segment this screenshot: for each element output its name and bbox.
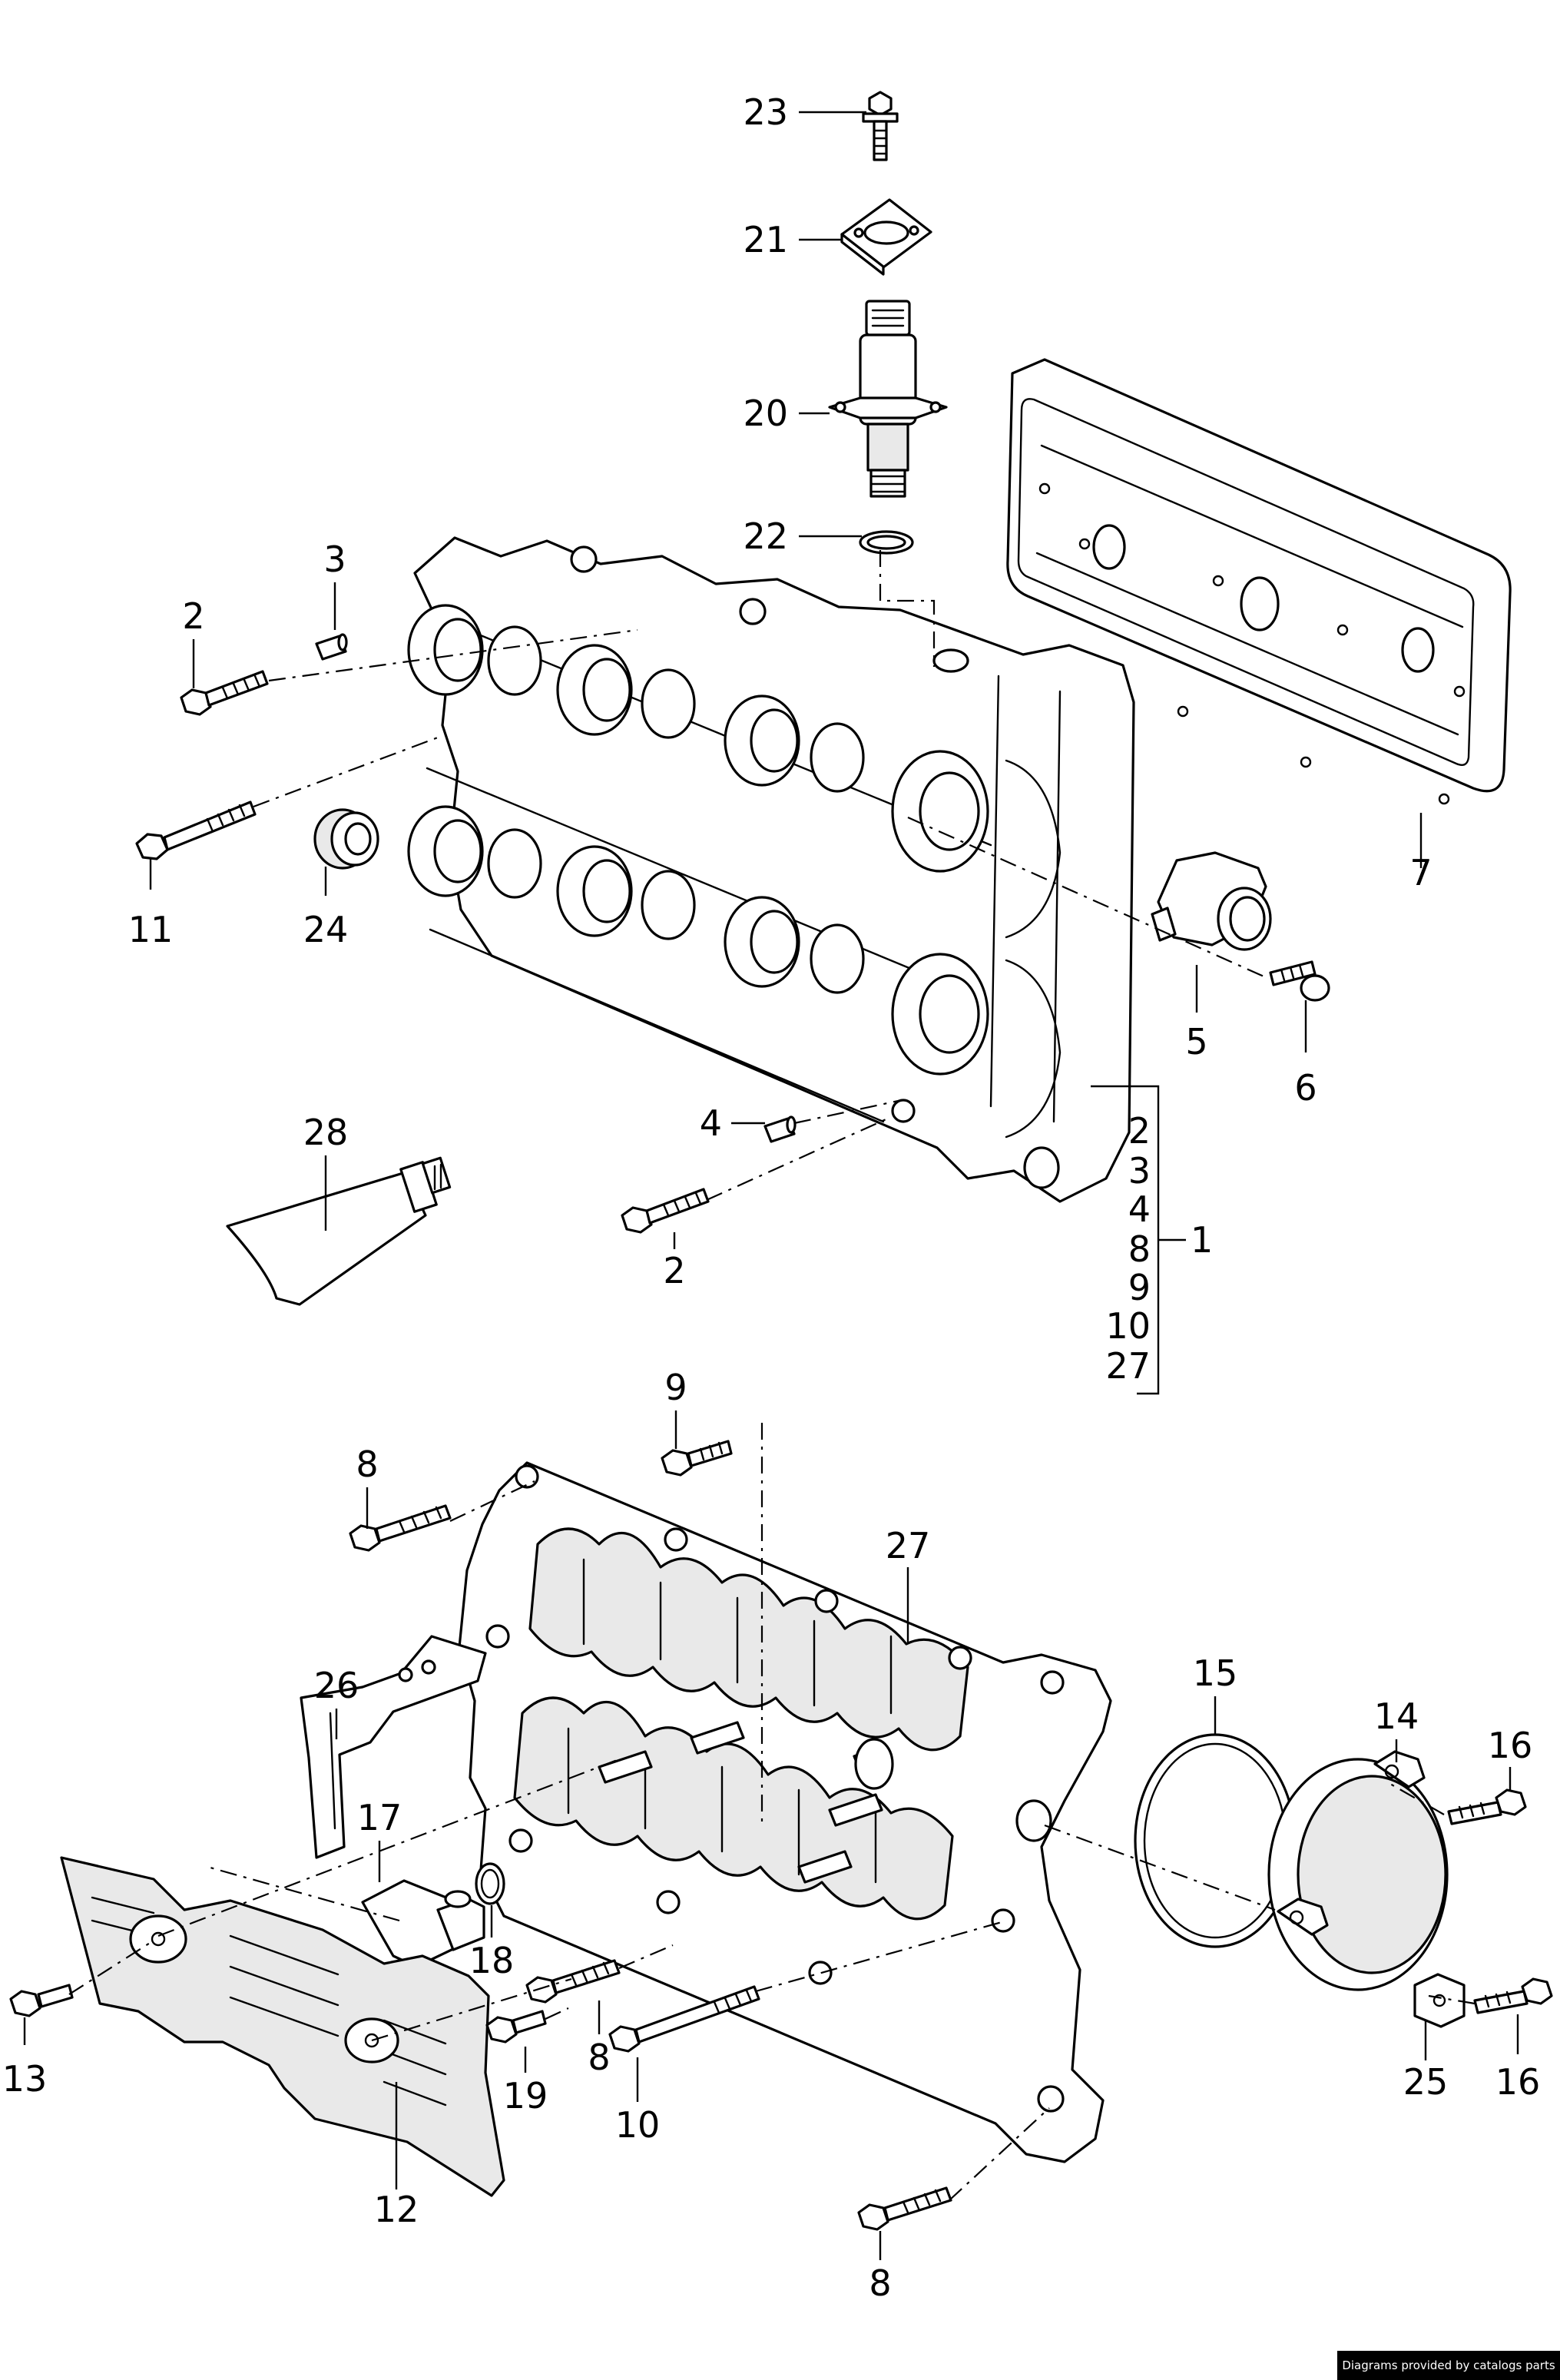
callout-20: 20 xyxy=(743,393,788,434)
group-member-4: 4 xyxy=(1128,1188,1151,1230)
part-9-bolt xyxy=(661,1440,733,1477)
callout-2-top: 2 xyxy=(182,595,204,637)
part-2-bolt-top xyxy=(180,670,269,716)
part-10-long-bolt xyxy=(608,1985,760,2053)
callout-labels: 23 21 20 22 3 2 11 24 7 5 6 4 28 2 9 8 2… xyxy=(2,91,1541,2304)
group-member-8: 8 xyxy=(1128,1228,1151,1270)
callout-6: 6 xyxy=(1294,1067,1317,1109)
part-3-dowel xyxy=(315,633,348,661)
callout-17: 17 xyxy=(357,1797,402,1838)
group-member-9: 9 xyxy=(1128,1267,1151,1308)
part-22-o-ring xyxy=(859,530,914,555)
part-8-bolt-middle xyxy=(525,1959,621,2004)
callout-18: 18 xyxy=(469,1940,515,1981)
part-19-bolt xyxy=(485,2010,547,2044)
callout-7: 7 xyxy=(1409,852,1432,893)
part-20-solenoid-valve xyxy=(828,300,948,498)
part-16-bolt-upper xyxy=(1447,1788,1527,1825)
part-27-cam-housing xyxy=(458,1461,1112,2163)
callout-21: 21 xyxy=(743,219,788,260)
group-member-27: 27 xyxy=(1105,1345,1151,1387)
part-8-bolt-bottom xyxy=(857,2186,952,2231)
callout-4: 4 xyxy=(700,1102,722,1144)
cylinder-head-assembly xyxy=(407,536,1135,1203)
callout-16-lower: 16 xyxy=(1495,2061,1541,2103)
assembly-axis-lines xyxy=(68,550,1476,2201)
part-5-sensor-housing xyxy=(1151,851,1272,951)
callout-22: 22 xyxy=(743,515,788,557)
part-28-sealant-tube xyxy=(226,1156,452,1306)
callout-23: 23 xyxy=(743,91,788,133)
part-7-gasket xyxy=(1006,358,1512,805)
part-12-heat-shield xyxy=(60,1856,505,2197)
callout-16-upper: 16 xyxy=(1488,1725,1533,1766)
part-4-dowel xyxy=(763,1115,797,1143)
part-24-seal-ring xyxy=(313,808,379,870)
callout-28: 28 xyxy=(303,1112,349,1153)
part-21-flange xyxy=(840,198,932,276)
part-11-long-bolt xyxy=(135,801,257,860)
callout-9: 9 xyxy=(664,1367,687,1408)
callout-27: 27 xyxy=(886,1525,931,1566)
leader-lines xyxy=(23,111,1519,2260)
callout-12: 12 xyxy=(374,2189,419,2230)
group-member-2: 2 xyxy=(1128,1110,1151,1152)
part-25-clip xyxy=(1413,1973,1466,2028)
part-17-sensor xyxy=(361,1879,485,1968)
callout-8-upper: 8 xyxy=(356,1444,378,1485)
part-26-bracket xyxy=(300,1635,487,1859)
part-23-bolt xyxy=(862,91,899,161)
part-18-o-ring xyxy=(475,1862,505,1905)
part-13-bolt xyxy=(9,1984,74,2017)
callout-15: 15 xyxy=(1193,1652,1238,1694)
part-6-screw xyxy=(1269,960,1330,1002)
callout-11: 11 xyxy=(128,909,174,950)
callout-14: 14 xyxy=(1374,1696,1419,1737)
callout-3: 3 xyxy=(323,539,346,580)
callout-24: 24 xyxy=(303,909,349,950)
callout-5: 5 xyxy=(1185,1021,1207,1062)
callout-26: 26 xyxy=(314,1665,359,1706)
callout-8-bottom: 8 xyxy=(869,2262,891,2304)
part-15-o-ring xyxy=(1134,1733,1297,1948)
callout-19: 19 xyxy=(503,2075,548,2116)
group-member-3: 3 xyxy=(1128,1150,1151,1192)
callout-10: 10 xyxy=(615,2104,661,2146)
part-2-bolt-lower xyxy=(621,1188,710,1234)
callout-8-middle: 8 xyxy=(588,2037,610,2078)
callout-25: 25 xyxy=(1403,2061,1449,2103)
part-16-bolt-lower xyxy=(1473,1977,1553,2014)
footer-credit: Diagrams provided by catalogs parts xyxy=(1337,2351,1560,2380)
callout-2-lower: 2 xyxy=(663,1250,685,1291)
group-parent-1: 1 xyxy=(1191,1219,1213,1261)
group-member-10: 10 xyxy=(1105,1305,1151,1347)
part-8-bolt-upper xyxy=(349,1504,452,1552)
part-14-end-cover xyxy=(1267,1750,1449,1991)
callout-13: 13 xyxy=(2,2058,48,2100)
